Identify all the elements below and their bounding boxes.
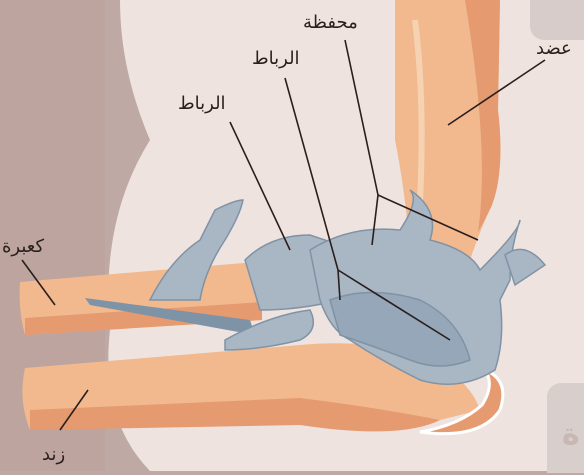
label-humerus: عضد (536, 40, 572, 58)
label-ligament-left: الرباط (178, 95, 226, 113)
label-capsule: محفظة (303, 14, 358, 32)
cropped-letter: ة (562, 417, 580, 452)
label-ulna: زند (42, 446, 65, 464)
label-ligament-top: الرباط (252, 50, 300, 68)
top-corner-tab (530, 0, 584, 40)
label-radius: كعبرة (2, 238, 44, 256)
